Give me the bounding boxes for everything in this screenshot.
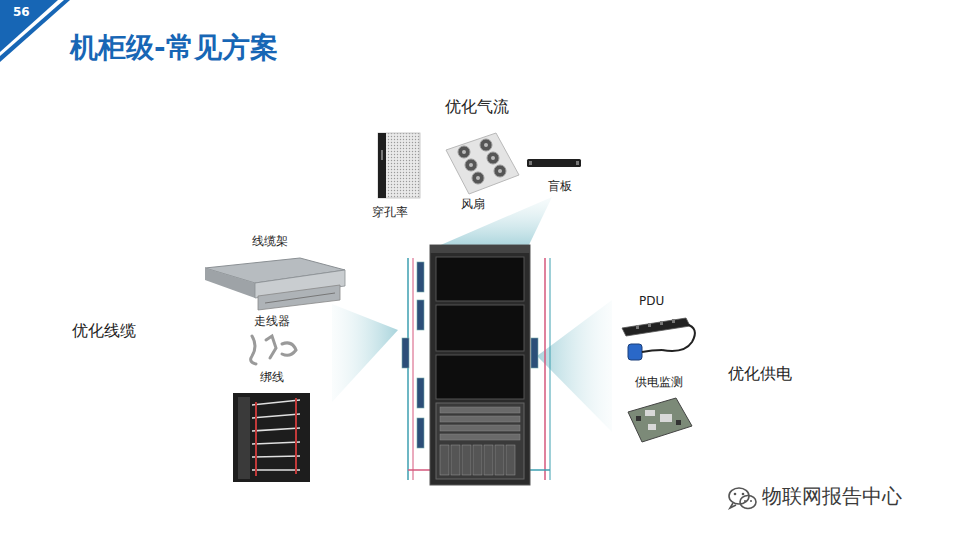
part-name: 穿孔率: [372, 205, 408, 219]
part-name: 盲板: [548, 179, 572, 193]
part-name: PDU: [639, 294, 664, 308]
slide-title: 机柜级-常见方案: [70, 31, 278, 65]
group-heading: 优化气流: [445, 97, 509, 116]
part-name: 走线器: [254, 314, 290, 328]
part-name: 线缆架: [252, 234, 288, 248]
part-name: 绑线: [260, 370, 284, 384]
part-name: 供电监测: [635, 375, 683, 389]
watermark: 物联网报告中心: [762, 484, 902, 508]
part-name: 风扇: [461, 197, 485, 211]
group-heading: 优化线缆: [72, 321, 136, 340]
page-number: 56: [13, 5, 30, 19]
group-heading: 优化供电: [728, 364, 792, 383]
